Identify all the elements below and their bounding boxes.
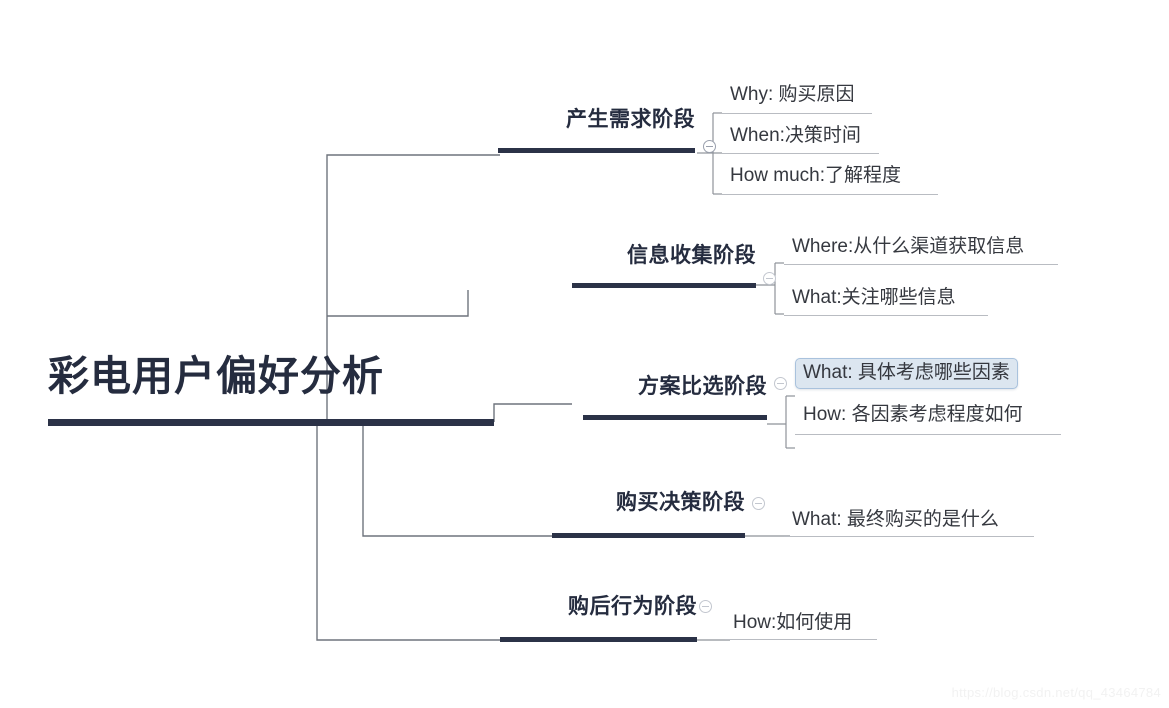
leaf-node-2-1[interactable]: Where:从什么渠道获取信息	[784, 232, 1058, 265]
leaf-node-1-3-underline	[722, 194, 938, 195]
leaf-node-4-1-label: What: 最终购买的是什么	[792, 509, 999, 530]
leaf-node-2-2-underline	[784, 315, 988, 316]
leaf-node-2-2[interactable]: What:关注哪些信息	[784, 283, 988, 316]
branch-node-3-underline	[583, 415, 767, 420]
leaf-node-1-1-underline	[722, 113, 872, 114]
leaf-node-3-1[interactable]: What: 具体考虑哪些因素	[795, 358, 1018, 389]
branch-node-1-underline	[498, 148, 695, 153]
leaf-node-2-1-label: Where:从什么渠道获取信息	[792, 236, 1025, 257]
leaf-node-1-2-underline	[722, 153, 879, 154]
collapse-toggle-branch-1[interactable]	[703, 140, 716, 153]
branch-node-4-underline	[552, 533, 745, 538]
branch-node-5-underline	[500, 637, 697, 642]
branch-node-4[interactable]: 购买决策阶段	[552, 488, 745, 538]
leaf-node-1-3-label: How much:了解程度	[730, 165, 902, 186]
collapse-toggle-branch-2[interactable]	[763, 272, 776, 285]
collapse-toggle-branch-4[interactable]	[752, 497, 765, 510]
leaf-node-3-2-label: How: 各因素考虑程度如何	[803, 404, 1023, 425]
leaf-node-1-3[interactable]: How much:了解程度	[722, 161, 938, 195]
leaf-node-1-1[interactable]: Why: 购买原因	[722, 80, 872, 114]
branch-node-2-label: 信息收集阶段	[627, 244, 756, 267]
collapse-toggle-branch-3[interactable]	[774, 377, 787, 390]
leaf-node-2-1-underline	[784, 264, 1058, 265]
leaf-node-3-1-label: What: 具体考虑哪些因素	[795, 358, 1018, 389]
leaf-node-1-2[interactable]: When:决策时间	[722, 121, 879, 154]
collapse-toggle-branch-5[interactable]	[699, 600, 712, 613]
branch-node-5-label: 购后行为阶段	[568, 595, 697, 618]
branch-node-2[interactable]: 信息收集阶段	[572, 241, 756, 288]
leaf-node-2-2-label: What:关注哪些信息	[792, 287, 956, 308]
leaf-node-1-2-label: When:决策时间	[730, 125, 861, 146]
leaf-node-3-2-underline	[795, 434, 1061, 435]
branch-node-4-label: 购买决策阶段	[616, 491, 745, 514]
root-node[interactable]: 彩电用户偏好分析	[48, 348, 500, 426]
branch-node-3-label: 方案比选阶段	[638, 375, 767, 398]
branch-node-1[interactable]: 产生需求阶段	[498, 105, 695, 153]
leaf-node-3-2[interactable]: How: 各因素考虑程度如何	[795, 400, 1061, 435]
branch-node-5[interactable]: 购后行为阶段	[500, 592, 697, 642]
leaf-node-1-1-label: Why: 购买原因	[730, 84, 855, 105]
branch-node-2-underline	[572, 283, 756, 288]
watermark: https://blog.csdn.net/qq_43464784	[951, 685, 1161, 700]
leaf-node-4-1-underline	[784, 536, 1034, 537]
leaf-node-5-1-underline	[725, 639, 877, 640]
root-node-label: 彩电用户偏好分析	[48, 353, 384, 399]
leaf-node-5-1-label: How:如何使用	[733, 612, 853, 633]
branch-node-1-label: 产生需求阶段	[566, 108, 695, 131]
root-node-underline	[48, 419, 494, 426]
leaf-node-4-1[interactable]: What: 最终购买的是什么	[784, 505, 1034, 537]
branch-node-3[interactable]: 方案比选阶段	[583, 372, 767, 420]
leaf-node-5-1[interactable]: How:如何使用	[725, 608, 877, 640]
